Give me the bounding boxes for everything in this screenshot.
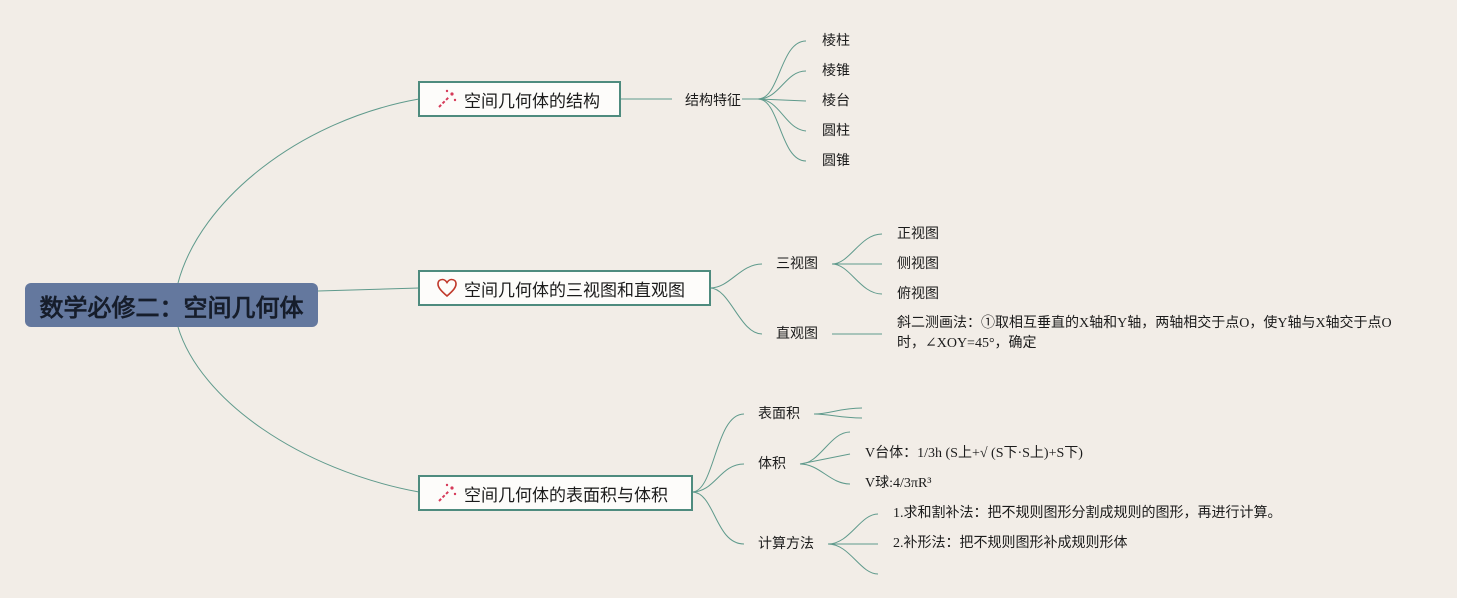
magic-wand-icon <box>436 88 458 110</box>
leaf-oblique-drawing[interactable]: 斜二测画法：①取相互垂直的X轴和Y轴，两轴相交于点O，使Y轴与X轴交于点O时，∠… <box>897 316 1392 351</box>
subtopic-surface-area[interactable]: 表面积 <box>758 406 800 422</box>
leaf-frustum-volume[interactable]: V台体：1/3h (S上+√ (S下·S上)+S下) <box>865 446 1083 461</box>
topic-area-volume[interactable]: 空间几何体的表面积与体积 <box>418 475 693 511</box>
topic-three-views[interactable]: 空间几何体的三视图和直观图 <box>418 270 711 306</box>
subtopic-volume[interactable]: 体积 <box>758 456 786 472</box>
leaf-completion-method[interactable]: 2.补形法：把不规则图形补成规则形体 <box>893 536 1128 551</box>
topic-label: 空间几何体的表面积与体积 <box>464 485 668 506</box>
root-topic[interactable]: 数学必修二：空间几何体 <box>25 283 318 327</box>
leaf-frustum[interactable]: 棱台 <box>822 93 850 109</box>
link-root-branch2 <box>317 287 420 292</box>
subtopic-three-views[interactable]: 三视图 <box>776 256 818 272</box>
leaf-pyramid[interactable]: 棱锥 <box>822 63 850 79</box>
heart-icon <box>436 277 458 299</box>
link-root-branch3 <box>177 326 420 493</box>
leaf-top-view[interactable]: 俯视图 <box>897 286 939 302</box>
subtopic-structure-features[interactable]: 结构特征 <box>685 93 741 109</box>
leaf-prism[interactable]: 棱柱 <box>822 33 850 49</box>
topic-label: 空间几何体的三视图和直观图 <box>464 280 685 301</box>
leaf-sphere-volume[interactable]: V球:4/3πR³ <box>865 476 932 491</box>
topic-label: 空间几何体的结构 <box>464 91 600 112</box>
leaf-dissection-method[interactable]: 1.求和割补法：把不规则图形分割成规则的图形，再进行计算。 <box>893 506 1282 521</box>
leaf-side-view[interactable]: 侧视图 <box>897 256 939 272</box>
subtopic-intuitive-view[interactable]: 直观图 <box>776 326 818 342</box>
leaf-cone[interactable]: 圆锥 <box>822 153 850 169</box>
magic-wand-icon <box>436 482 458 504</box>
subtopic-calculation-methods[interactable]: 计算方法 <box>758 536 814 552</box>
leaf-front-view[interactable]: 正视图 <box>897 226 939 242</box>
root-title: 数学必修二：空间几何体 <box>39 293 304 322</box>
link-root-branch1 <box>177 98 420 284</box>
topic-structure[interactable]: 空间几何体的结构 <box>418 81 621 117</box>
leaf-cylinder[interactable]: 圆柱 <box>822 123 850 139</box>
